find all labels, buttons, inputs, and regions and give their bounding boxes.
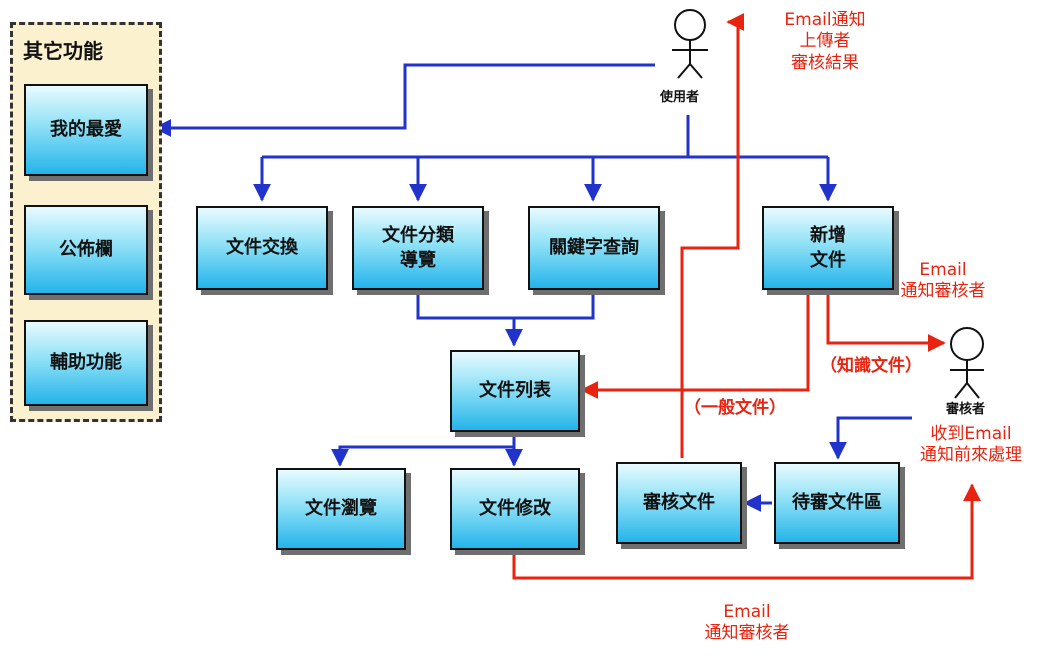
box-review-doc-label: 審核文件	[643, 492, 715, 514]
line-search-to-list	[514, 292, 595, 320]
box-keyword-search-label: 關鍵字查詢	[549, 237, 639, 259]
arrow-knowledge-doc-to-reviewer	[826, 290, 946, 352]
box-doc-exchange-label: 文件交換	[226, 237, 298, 259]
box-bulletin[interactable]: 公佈欄	[24, 205, 148, 295]
email-notify-reviewer-label: Email 通知審核者	[878, 260, 1008, 303]
box-doc-browse[interactable]: 文件瀏覽	[276, 468, 406, 550]
arrow-general-doc-to-list	[580, 290, 810, 399]
email-notify-reviewer-line1: Email	[919, 260, 967, 280]
box-help[interactable]: 輔助功能	[24, 320, 148, 406]
box-favorites-label: 我的最愛	[50, 119, 122, 141]
email-edit-notify-line2: 通知審核者	[704, 623, 790, 644]
email-notify-reviewer-line2: 通知審核者	[900, 281, 986, 302]
box-help-label: 輔助功能	[50, 352, 122, 374]
email-edit-notify-line1: Email	[723, 602, 771, 622]
box-doc-category-line1: 文件分類	[382, 224, 454, 246]
email-review-result-line2: 上傳者	[799, 31, 851, 52]
box-new-doc[interactable]: 新增 文件	[762, 206, 894, 290]
box-doc-exchange[interactable]: 文件交換	[196, 206, 328, 290]
box-doc-list-label: 文件列表	[479, 380, 551, 402]
box-doc-category[interactable]: 文件分類 導覽	[352, 206, 484, 290]
reviewer-actor-label: 審核者	[946, 402, 986, 417]
box-bulletin-label: 公佈欄	[59, 239, 113, 261]
arrow-category-to-list	[416, 292, 523, 347]
box-new-doc-label: 新增 文件	[810, 223, 846, 273]
email-review-result-line1: Email通知	[784, 10, 866, 30]
email-review-result-label: Email通知 上傳者 審核結果	[760, 10, 890, 74]
box-doc-browse-label: 文件瀏覽	[305, 498, 377, 520]
box-pending-area-label: 待審文件區	[792, 492, 882, 514]
box-new-doc-line1: 新增	[810, 224, 846, 246]
arrow-edit-notify-reviewer	[512, 483, 981, 580]
box-review-doc[interactable]: 審核文件	[616, 462, 742, 544]
received-email-label: 收到Email 通知前來處理	[896, 424, 1046, 467]
user-actor-label: 使用者	[660, 90, 700, 105]
box-doc-list[interactable]: 文件列表	[450, 350, 580, 432]
general-doc-label: （一般文件）	[684, 398, 786, 418]
box-favorites[interactable]: 我的最愛	[24, 84, 148, 176]
box-doc-edit[interactable]: 文件修改	[450, 468, 580, 550]
reviewer-actor-icon	[950, 327, 984, 399]
box-new-doc-line2: 文件	[810, 250, 846, 271]
box-keyword-search[interactable]: 關鍵字查詢	[528, 206, 660, 290]
arrow-review-result-to-user	[680, 13, 745, 458]
email-edit-notify-label: Email 通知審核者	[682, 602, 812, 645]
arrow-list-to-browse	[331, 445, 514, 467]
email-review-result-line3: 審核結果	[791, 52, 859, 73]
box-doc-edit-label: 文件修改	[479, 498, 551, 520]
arrow-reviewer-to-pending	[829, 416, 912, 460]
received-email-line1: 收到Email	[930, 424, 1012, 444]
received-email-line2: 通知前來處理	[920, 445, 1022, 466]
box-doc-category-label: 文件分類 導覽	[382, 223, 454, 273]
knowledge-doc-label: （知識文件）	[820, 356, 922, 376]
panel-title: 其它功能	[23, 39, 103, 63]
box-pending-area[interactable]: 待審文件區	[774, 462, 900, 544]
arrow-user-to-favorites	[153, 63, 655, 137]
box-doc-category-line2: 導覽	[400, 250, 436, 271]
user-actor-icon	[672, 9, 708, 79]
